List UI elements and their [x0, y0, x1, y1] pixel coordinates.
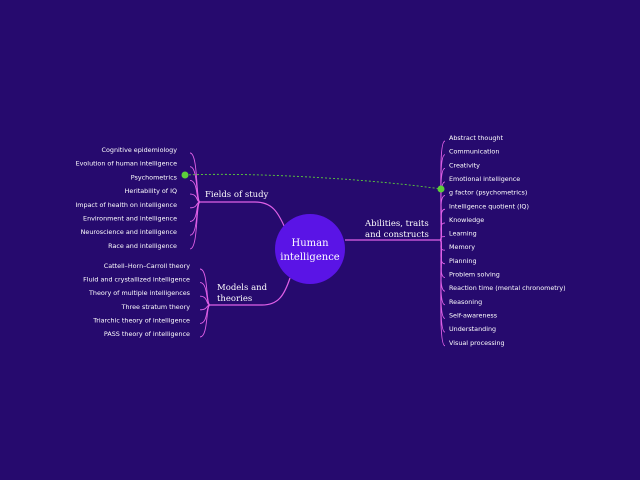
- topic-visual-processing[interactable]: Visual processing: [449, 339, 505, 347]
- topic-memory[interactable]: Memory: [449, 243, 475, 251]
- topic-cognitive-epidemiology[interactable]: Cognitive epidemiology: [102, 146, 178, 154]
- topic-environment-and-intelligence[interactable]: Environment and intelligence: [83, 215, 177, 223]
- topic-pass-theory-of-intelligence[interactable]: PASS theory of intelligence: [104, 330, 190, 338]
- topic-race-and-intelligence[interactable]: Race and intelligence: [108, 242, 177, 250]
- topic-emotional-intelligence[interactable]: Emotional intelligence: [449, 175, 520, 183]
- relationship-line[interactable]: [184, 173, 442, 190]
- topic-problem-solving[interactable]: Problem solving: [449, 271, 500, 279]
- topic-self-awareness[interactable]: Self-awareness: [449, 311, 498, 319]
- topic-connector: [439, 222, 446, 241]
- topic-connector: [189, 201, 201, 250]
- topic-planning[interactable]: Planning: [449, 257, 477, 265]
- topic-abstract-thought[interactable]: Abstract thought: [449, 134, 503, 142]
- topic-knowledge[interactable]: Knowledge: [449, 216, 484, 224]
- topic-connector: [439, 239, 446, 347]
- topic-heritability-of-iq[interactable]: Heritability of IQ: [125, 187, 177, 195]
- topic-fluid-and-crystallized-intelligence[interactable]: Fluid and crystallized intelligence: [83, 276, 190, 284]
- central-topic-line2: intelligence: [280, 252, 340, 263]
- topic-g-factor-psychometrics[interactable]: g factor (psychometrics): [449, 189, 527, 197]
- central-topic[interactable]: Human intelligence: [275, 214, 345, 284]
- topic-psychometrics[interactable]: Psychometrics: [131, 173, 178, 181]
- branch-line-fields-of-study: [200, 201, 286, 229]
- relationship-start-handle[interactable]: [181, 171, 189, 179]
- abilities-items: Abstract thoughtCommunicationCreativityE…: [449, 134, 566, 347]
- topic-evolution-of-human-intelligence[interactable]: Evolution of human intelligence: [76, 160, 177, 168]
- branch-label-abilities-line1[interactable]: Abilities, traits: [364, 219, 429, 229]
- topic-reaction-time-mental-chronometry[interactable]: Reaction time (mental chronometry): [449, 284, 566, 292]
- topic-communication[interactable]: Communication: [449, 148, 499, 156]
- branch-line-models-and-theories: [210, 277, 291, 306]
- relationship-end-handle[interactable]: [437, 185, 445, 193]
- topic-reasoning[interactable]: Reasoning: [449, 298, 482, 306]
- branch-label-models-line2[interactable]: theories: [217, 294, 252, 304]
- topic-theory-of-multiple-intelligences[interactable]: Theory of multiple intelligences: [88, 289, 191, 297]
- central-topic-bubble[interactable]: [275, 214, 345, 284]
- topic-connector: [199, 304, 211, 338]
- topic-intelligence-quotient-iq[interactable]: Intelligence quotient (IQ): [449, 202, 529, 210]
- topic-three-stratum-theory[interactable]: Three stratum theory: [121, 303, 191, 311]
- topic-cattell-horn-carroll-theory[interactable]: Cattell–Horn–Carroll theory: [104, 262, 190, 270]
- topic-impact-of-health-on-intelligence[interactable]: Impact of health on intelligence: [75, 201, 177, 209]
- topic-learning[interactable]: Learning: [449, 230, 477, 238]
- topic-understanding[interactable]: Understanding: [449, 325, 496, 333]
- topic-creativity[interactable]: Creativity: [449, 161, 480, 169]
- branch-label-fields-of-study[interactable]: Fields of study: [205, 190, 269, 200]
- topic-neuroscience-and-intelligence[interactable]: Neuroscience and intelligence: [81, 228, 177, 236]
- central-topic-line1: Human: [291, 238, 329, 249]
- branch-label-models-line1[interactable]: Models and: [217, 283, 268, 293]
- topic-triarchic-theory-of-intelligence[interactable]: Triarchic theory of intelligence: [92, 316, 190, 324]
- branch-label-abilities-line2[interactable]: and constructs: [365, 230, 429, 240]
